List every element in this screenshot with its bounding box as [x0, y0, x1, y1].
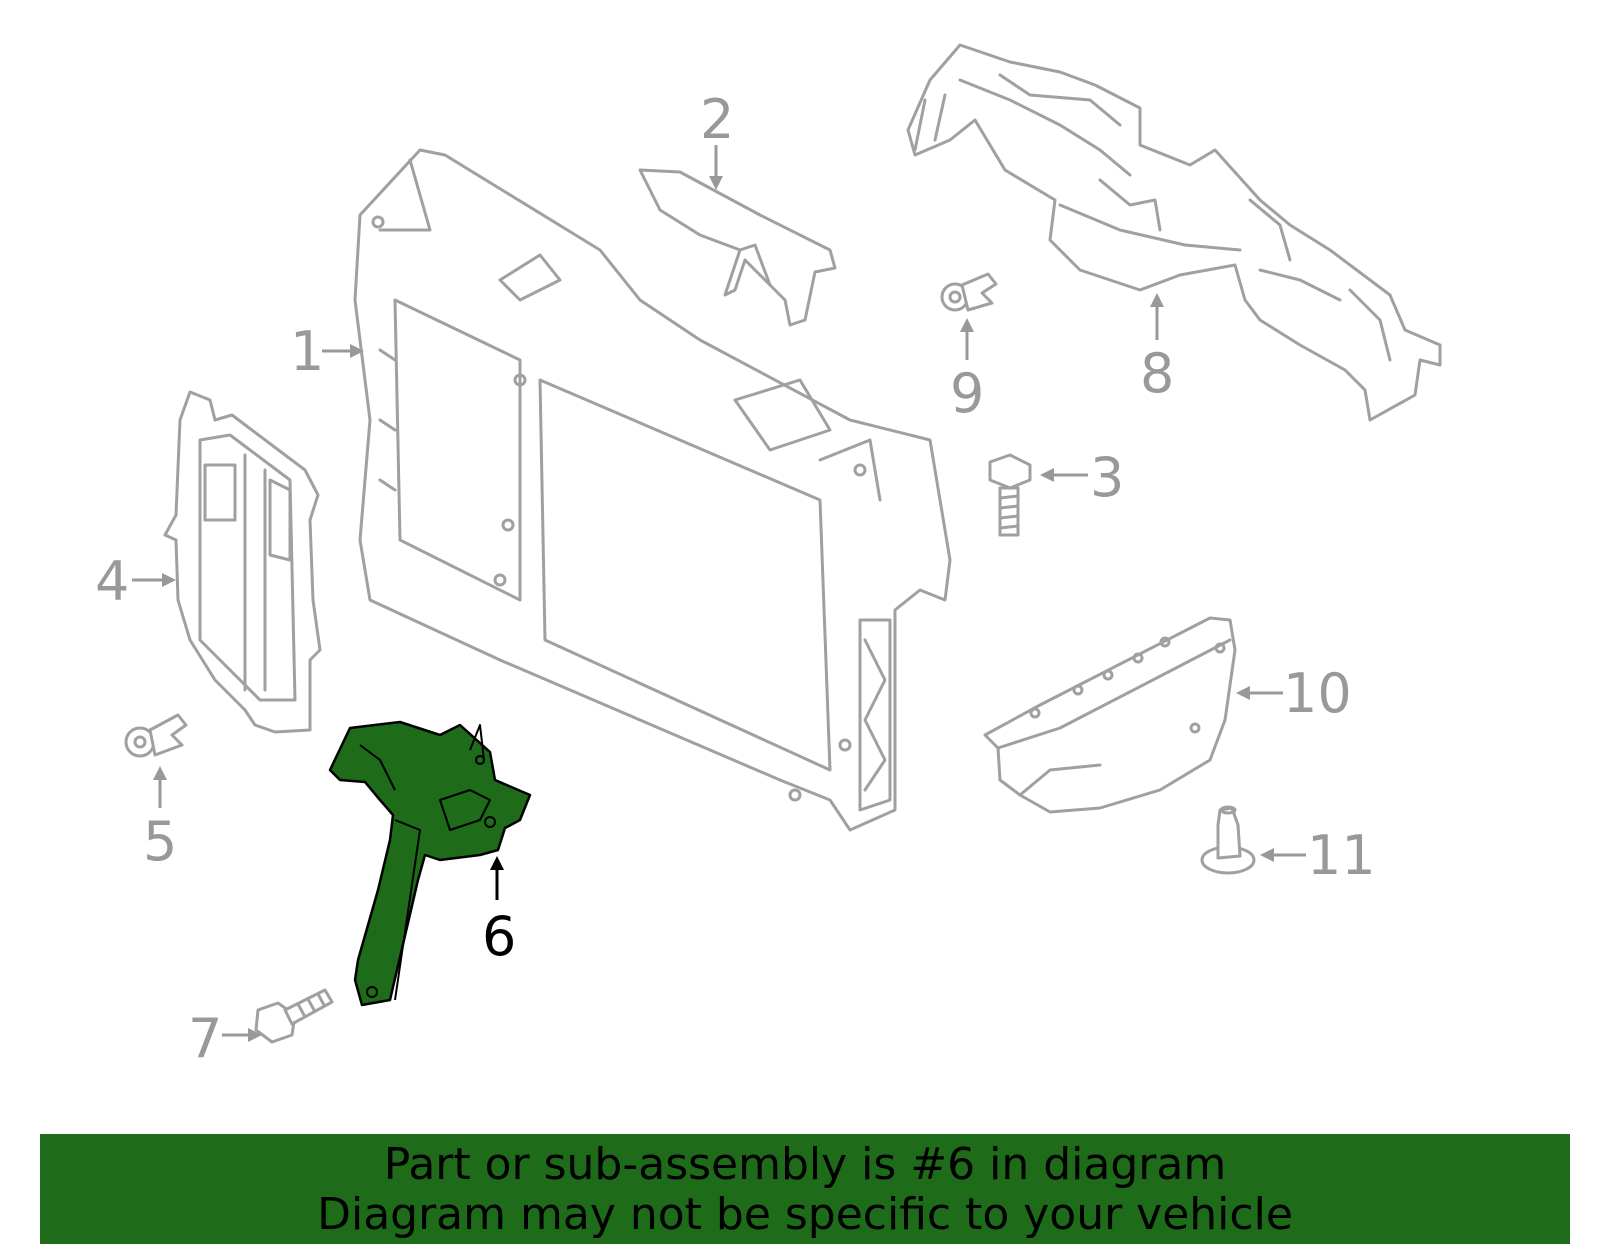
callout-3[interactable]: 3 [1090, 446, 1124, 509]
part-6-hood-latch-bracket[interactable] [328, 720, 532, 1007]
part-1-radiator-support[interactable] [353, 148, 952, 832]
callout-labels: 1 2 3 4 5 6 7 8 9 10 11 [95, 88, 1376, 1070]
part-3-bolt[interactable] [988, 453, 1032, 537]
callout-4[interactable]: 4 [95, 550, 129, 613]
callout-5[interactable]: 5 [143, 810, 177, 873]
callout-7[interactable]: 7 [188, 1007, 222, 1070]
callout-8[interactable]: 8 [1140, 342, 1174, 405]
part-8-upper-cover[interactable] [906, 43, 1442, 422]
info-banner: Part or sub-assembly is #6 in diagram Di… [40, 1134, 1570, 1244]
part-4-side-deflector[interactable] [163, 390, 322, 734]
part-9-push-clip[interactable] [940, 272, 998, 312]
callout-10[interactable]: 10 [1283, 662, 1352, 725]
part-7-flange-bolt[interactable] [254, 988, 334, 1044]
callout-9[interactable]: 9 [950, 362, 984, 425]
part-10-air-duct[interactable] [983, 616, 1237, 814]
callout-6[interactable]: 6 [482, 905, 516, 968]
part-5-push-clip[interactable] [124, 713, 188, 758]
callout-leaders [132, 145, 1306, 1042]
part-11-stud-grommet[interactable] [1200, 805, 1256, 875]
callout-2[interactable]: 2 [700, 88, 734, 151]
callout-11[interactable]: 11 [1307, 824, 1376, 887]
banner-line-part: Part or sub-assembly is #6 in diagram [383, 1139, 1227, 1190]
banner-line-disclaimer: Diagram may not be specific to your vehi… [317, 1189, 1293, 1240]
part-2-upper-bracket[interactable] [638, 168, 837, 327]
callout-1[interactable]: 1 [290, 320, 324, 383]
parts-diagram: 1 2 3 4 5 6 7 8 9 10 11 [95, 43, 1442, 1070]
